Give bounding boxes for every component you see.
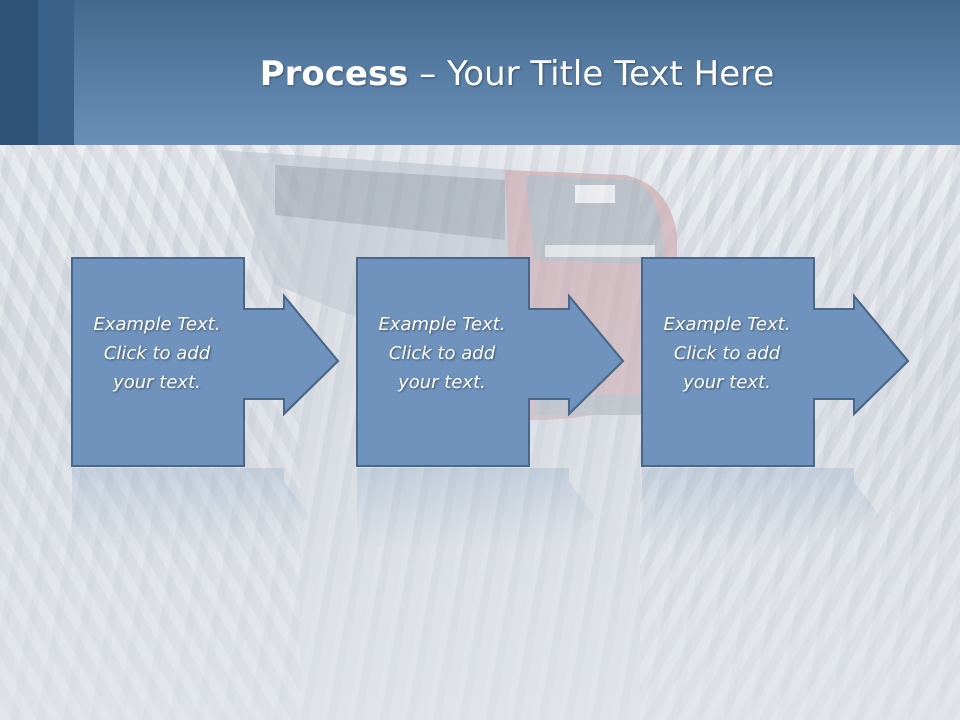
process-step-2[interactable]: Example Text. Click to add your text. — [355, 256, 625, 548]
title-rest: – Your Title Text Here — [408, 54, 775, 94]
arrow-right-icon — [356, 257, 625, 467]
step-2-text[interactable]: Example Text. Click to add your text. — [378, 314, 506, 393]
step-3-text[interactable]: Example Text. Click to add your text. — [663, 314, 791, 393]
process-step-3[interactable]: Example Text. Click to add your text. — [640, 256, 910, 548]
step-reflection — [72, 468, 310, 548]
step-reflection — [642, 468, 880, 548]
arrow-right-icon — [641, 257, 910, 467]
process-step-1[interactable]: Example Text. Click to add your text. — [70, 256, 340, 548]
step-reflection — [357, 468, 595, 548]
title-bar: Process – Your Title Text Here — [0, 0, 960, 145]
slide-title[interactable]: Process – Your Title Text Here — [74, 54, 960, 94]
header-accent-stripe — [0, 0, 38, 145]
step-1-text[interactable]: Example Text. Click to add your text. — [93, 314, 221, 393]
header-accent-stripe — [38, 0, 74, 145]
arrow-right-icon — [71, 257, 340, 467]
title-bold: Process — [259, 54, 409, 94]
